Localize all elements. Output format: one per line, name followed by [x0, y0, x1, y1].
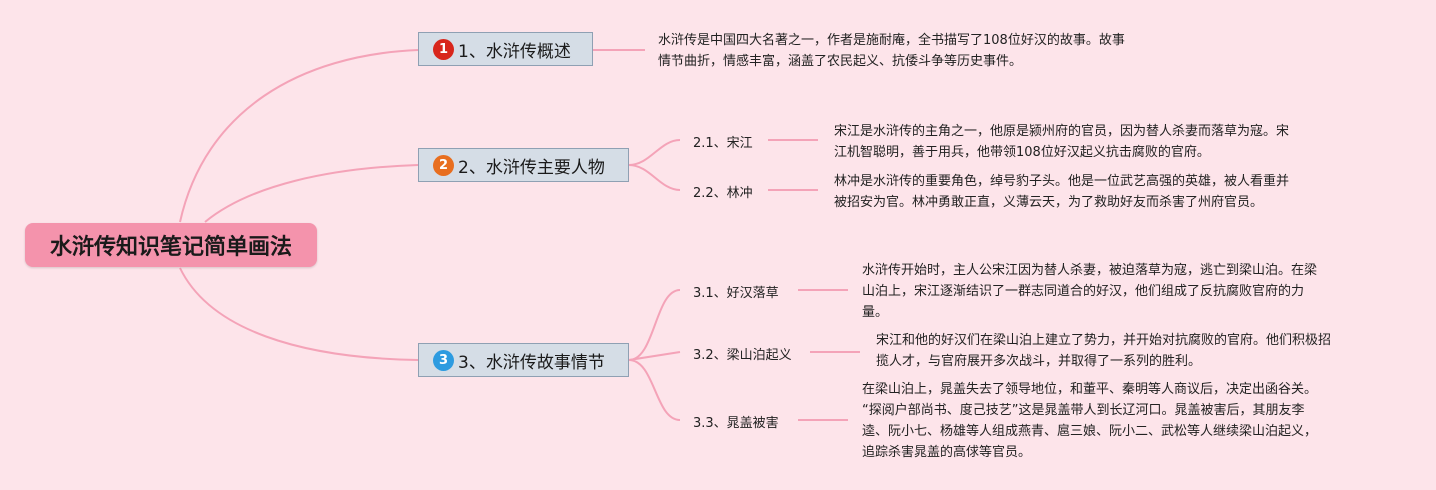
branch-topic-1[interactable]: 1 1、水浒传概述: [418, 32, 593, 66]
link-branch-2-child-2: [628, 164, 681, 191]
link-branch-3-child-3: [628, 359, 681, 421]
subtopic-3-2[interactable]: 3.2、梁山泊起义: [693, 348, 792, 363]
desc-line: 宋江是水浒传的主角之一，他原是颍州府的官员，因为替人杀妻而落草为寇。宋: [834, 124, 1290, 139]
link-root-branch-1: [179, 49, 419, 223]
link-branch-3-child-2: [628, 351, 681, 361]
subtopic-3-3-description: 在梁山泊上，晁盖失去了领导地位，和董平、秦明等人商议后，决定出函谷关。 “探阅户…: [862, 379, 1317, 463]
desc-line: 揽人才，与官府展开多次战斗，并取得了一系列的胜利。: [876, 354, 1202, 369]
desc-line: 水浒传开始时，主人公宋江因为替人杀妻，被迫落草为寇，逃亡到梁山泊。在梁: [862, 263, 1318, 278]
number-badge-3-icon: 3: [433, 349, 454, 371]
desc-line: 量。: [862, 305, 889, 320]
number-badge-2-icon: 2: [433, 154, 454, 176]
desc-line: 逵、阮小七、杨雄等人组成燕青、扈三娘、阮小二、武松等人继续梁山泊起义，: [862, 424, 1318, 439]
number-badge-1-icon: 1: [433, 38, 454, 60]
subtopic-3-1[interactable]: 3.1、好汉落草: [693, 286, 779, 301]
desc-line: 林冲是水浒传的重要角色，绰号豹子头。他是一位武艺高强的英雄，被人看重并: [834, 174, 1290, 189]
desc-line: 追踪杀害晁盖的高俅等官员。: [862, 445, 1032, 460]
link-branch-3-child-1: [628, 289, 681, 361]
desc-line: “探阅户部尚书、度己技艺”这是晁盖带人到长辽河口。晁盖被害后，其朋友李: [862, 403, 1305, 418]
subtopic-3-1-description: 水浒传开始时，主人公宋江因为替人杀妻，被迫落草为寇，逃亡到梁山泊。在梁 山泊上，…: [862, 260, 1317, 323]
desc-line: 在梁山泊上，晁盖失去了领导地位，和董平、秦明等人商议后，决定出函谷关。: [862, 382, 1318, 397]
subtopic-2-1[interactable]: 2.1、宋江: [693, 136, 753, 151]
root-title: 水浒传知识笔记简单画法: [49, 235, 292, 260]
branch-label-3: 3、水浒传故事情节: [458, 352, 605, 373]
desc-line: 山泊上，宋江逐渐结识了一群志同道合的好汉，他们组成了反抗腐败官府的力: [862, 284, 1305, 299]
link-root-branch-3: [179, 267, 419, 361]
subtopic-3-3[interactable]: 3.3、晁盖被害: [693, 416, 779, 431]
subtopic-3-2-description: 宋江和他的好汉们在梁山泊上建立了势力，并开始对抗腐败的官府。他们积极招 揽人才，…: [876, 330, 1331, 372]
branch-topic-3[interactable]: 3 3、水浒传故事情节: [418, 343, 629, 377]
root-topic[interactable]: 水浒传知识笔记简单画法: [25, 223, 317, 267]
desc-line: 江机智聪明，善于用兵，他带领108位好汉起义抗击腐败的官府。: [834, 145, 1210, 160]
subtopic-2-2-description: 林冲是水浒传的重要角色，绰号豹子头。他是一位武艺高强的英雄，被人看重并 被招安为…: [834, 171, 1289, 213]
branch-label-1: 1、水浒传概述: [458, 41, 571, 62]
link-branch-2-child-1: [628, 139, 681, 166]
desc-line: 宋江和他的好汉们在梁山泊上建立了势力，并开始对抗腐败的官府。他们积极招: [876, 333, 1332, 348]
subtopic-2-2[interactable]: 2.2、林冲: [693, 186, 753, 201]
desc-line: 情节曲折，情感丰富，涵盖了农民起义、抗倭斗争等历史事件。: [658, 54, 1023, 69]
branch-topic-2[interactable]: 2 2、水浒传主要人物: [418, 148, 629, 182]
desc-line: 被招安为官。林冲勇敢正直，义薄云天，为了救助好友而杀害了州府官员。: [834, 195, 1264, 210]
branch-1-description: 水浒传是中国四大名著之一，作者是施耐庵，全书描写了108位好汉的故事。故事 情节…: [658, 30, 1125, 72]
branch-label-2: 2、水浒传主要人物: [458, 157, 605, 178]
link-root-branch-2: [204, 164, 419, 223]
subtopic-2-1-description: 宋江是水浒传的主角之一，他原是颍州府的官员，因为替人杀妻而落草为寇。宋 江机智聪…: [834, 121, 1289, 163]
desc-line: 水浒传是中国四大名著之一，作者是施耐庵，全书描写了108位好汉的故事。故事: [658, 33, 1125, 48]
